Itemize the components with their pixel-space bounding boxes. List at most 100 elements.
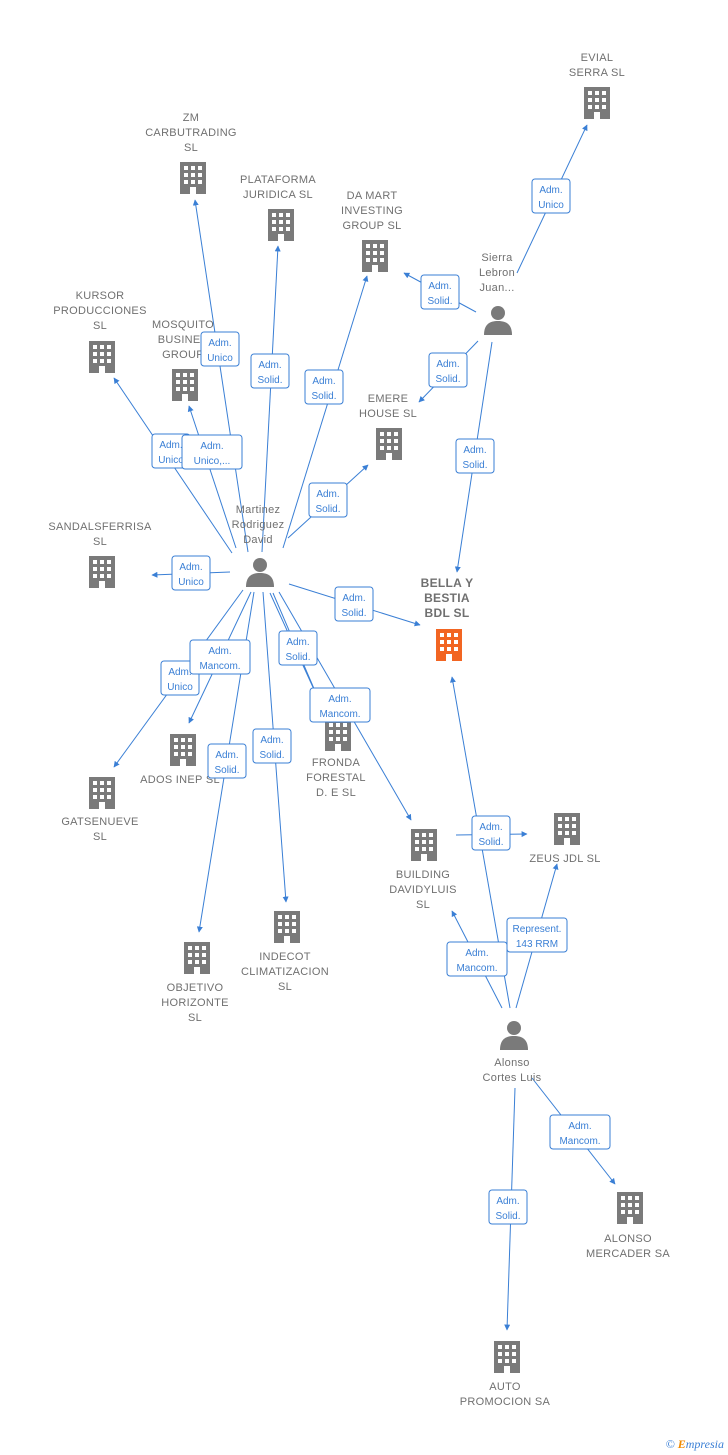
relation-label[interactable]: Adm.Unico,... [181,434,243,470]
node-label: SL [93,320,107,332]
relation-label[interactable]: Adm.Solid. [455,438,495,474]
relation-label[interactable]: Adm.Unico [171,555,211,591]
person-icon [484,306,512,335]
node-label: BELLA Y [421,576,474,590]
company-node-gatsenueve[interactable]: GATSENUEVE SL [61,777,138,843]
company-node-adosinep[interactable]: ADOS INEP SL [140,734,220,786]
node-label: SL [93,831,107,843]
building-icon [494,1341,520,1373]
node-label: SL [184,142,198,154]
relation-label[interactable]: Adm.Mancom. [309,687,371,723]
company-node-zeus[interactable]: ZEUS JDL SL [529,813,600,865]
relation-label-text: Solid. [495,1211,520,1222]
relation-label-text: Solid. [257,375,282,386]
relation-label[interactable]: Adm.Solid. [471,815,511,851]
relation-label[interactable]: Adm.Solid. [420,274,460,310]
node-label: ADOS INEP SL [140,774,220,786]
empresia-credit[interactable]: © Empresia [666,1437,724,1452]
node-label: PLATAFORMA [240,174,316,186]
node-label: BESTIA [424,591,470,605]
relation-box [189,639,251,675]
relation-label-text: Mancom. [456,963,497,974]
relation-label-text: Adm. [479,822,502,833]
node-label: Lebron [479,267,515,279]
relation-box [455,438,495,474]
relation-label[interactable]: Adm.Mancom. [549,1114,611,1150]
relation-label[interactable]: Adm.Solid. [488,1189,528,1225]
relation-label-text: Adm. [436,359,459,370]
relation-box [506,917,568,953]
relation-label-text: Solid. [315,504,340,515]
relation-label[interactable]: Adm.Solid. [304,369,344,405]
node-label: FORESTAL [306,772,366,784]
node-label: Sierra [481,252,513,264]
relation-box [278,630,318,666]
relation-box [181,434,243,470]
relation-box [308,482,348,518]
building-icon [411,829,437,861]
relation-label-text: Adm. [568,1121,591,1132]
relation-label-text: Adm. [168,667,191,678]
node-label: GATSENUEVE [61,816,138,828]
relation-label[interactable]: Adm.Unico [151,433,191,469]
node-label: SL [416,899,430,911]
edge-martinez-damart [282,275,369,549]
relation-label[interactable]: Adm.Unico [200,331,240,367]
relation-box [428,352,468,388]
relation-label[interactable]: Adm.Mancom. [446,941,508,977]
relation-label[interactable]: Adm.Mancom. [189,639,251,675]
node-label: DA MART [347,190,398,202]
building-icon [170,734,196,766]
relation-label[interactable]: Adm.Unico [531,178,571,214]
relation-label-text: Solid. [427,296,452,307]
relation-label-text: Adm. [179,562,202,573]
relation-label[interactable]: Adm.Solid. [308,482,348,518]
relation-label-text: Solid. [341,608,366,619]
relation-label-text: Solid. [435,374,460,385]
node-label: KURSOR [76,290,125,302]
relation-label[interactable]: Adm.Solid. [207,743,247,779]
relation-label[interactable]: Adm.Solid. [278,630,318,666]
edge-martinez-mosquito [187,405,237,549]
relation-box [531,178,571,214]
node-label: Juan... [479,282,514,294]
relation-label-text: Solid. [214,765,239,776]
relation-label-text: Adm. [260,735,283,746]
building-icon [376,428,402,460]
relation-label-text: Solid. [311,391,336,402]
relation-label[interactable]: Adm. Solid. [334,586,374,622]
relation-label[interactable]: Adm.Solid. [250,353,290,389]
node-label: Cortes Luis [483,1072,542,1084]
relation-box [420,274,460,310]
relation-label[interactable]: Adm. Solid. [428,352,468,388]
relation-label[interactable]: Adm.Solid. [252,728,292,764]
relation-label-text: Adm. [342,593,365,604]
node-label: MERCADER SA [586,1248,670,1260]
node-label: PROMOCION SA [460,1396,551,1408]
node-label: HORIZONTE [161,997,228,1009]
person-node-sierra[interactable]: SierraLebronJuan... [479,252,515,335]
relation-label[interactable]: Represent.143 RRM [506,917,568,953]
relation-box [171,555,211,591]
node-label: Martinez [236,504,281,516]
relation-label-text: Adm. [208,338,231,349]
relation-label-text: Adm. [159,440,182,451]
